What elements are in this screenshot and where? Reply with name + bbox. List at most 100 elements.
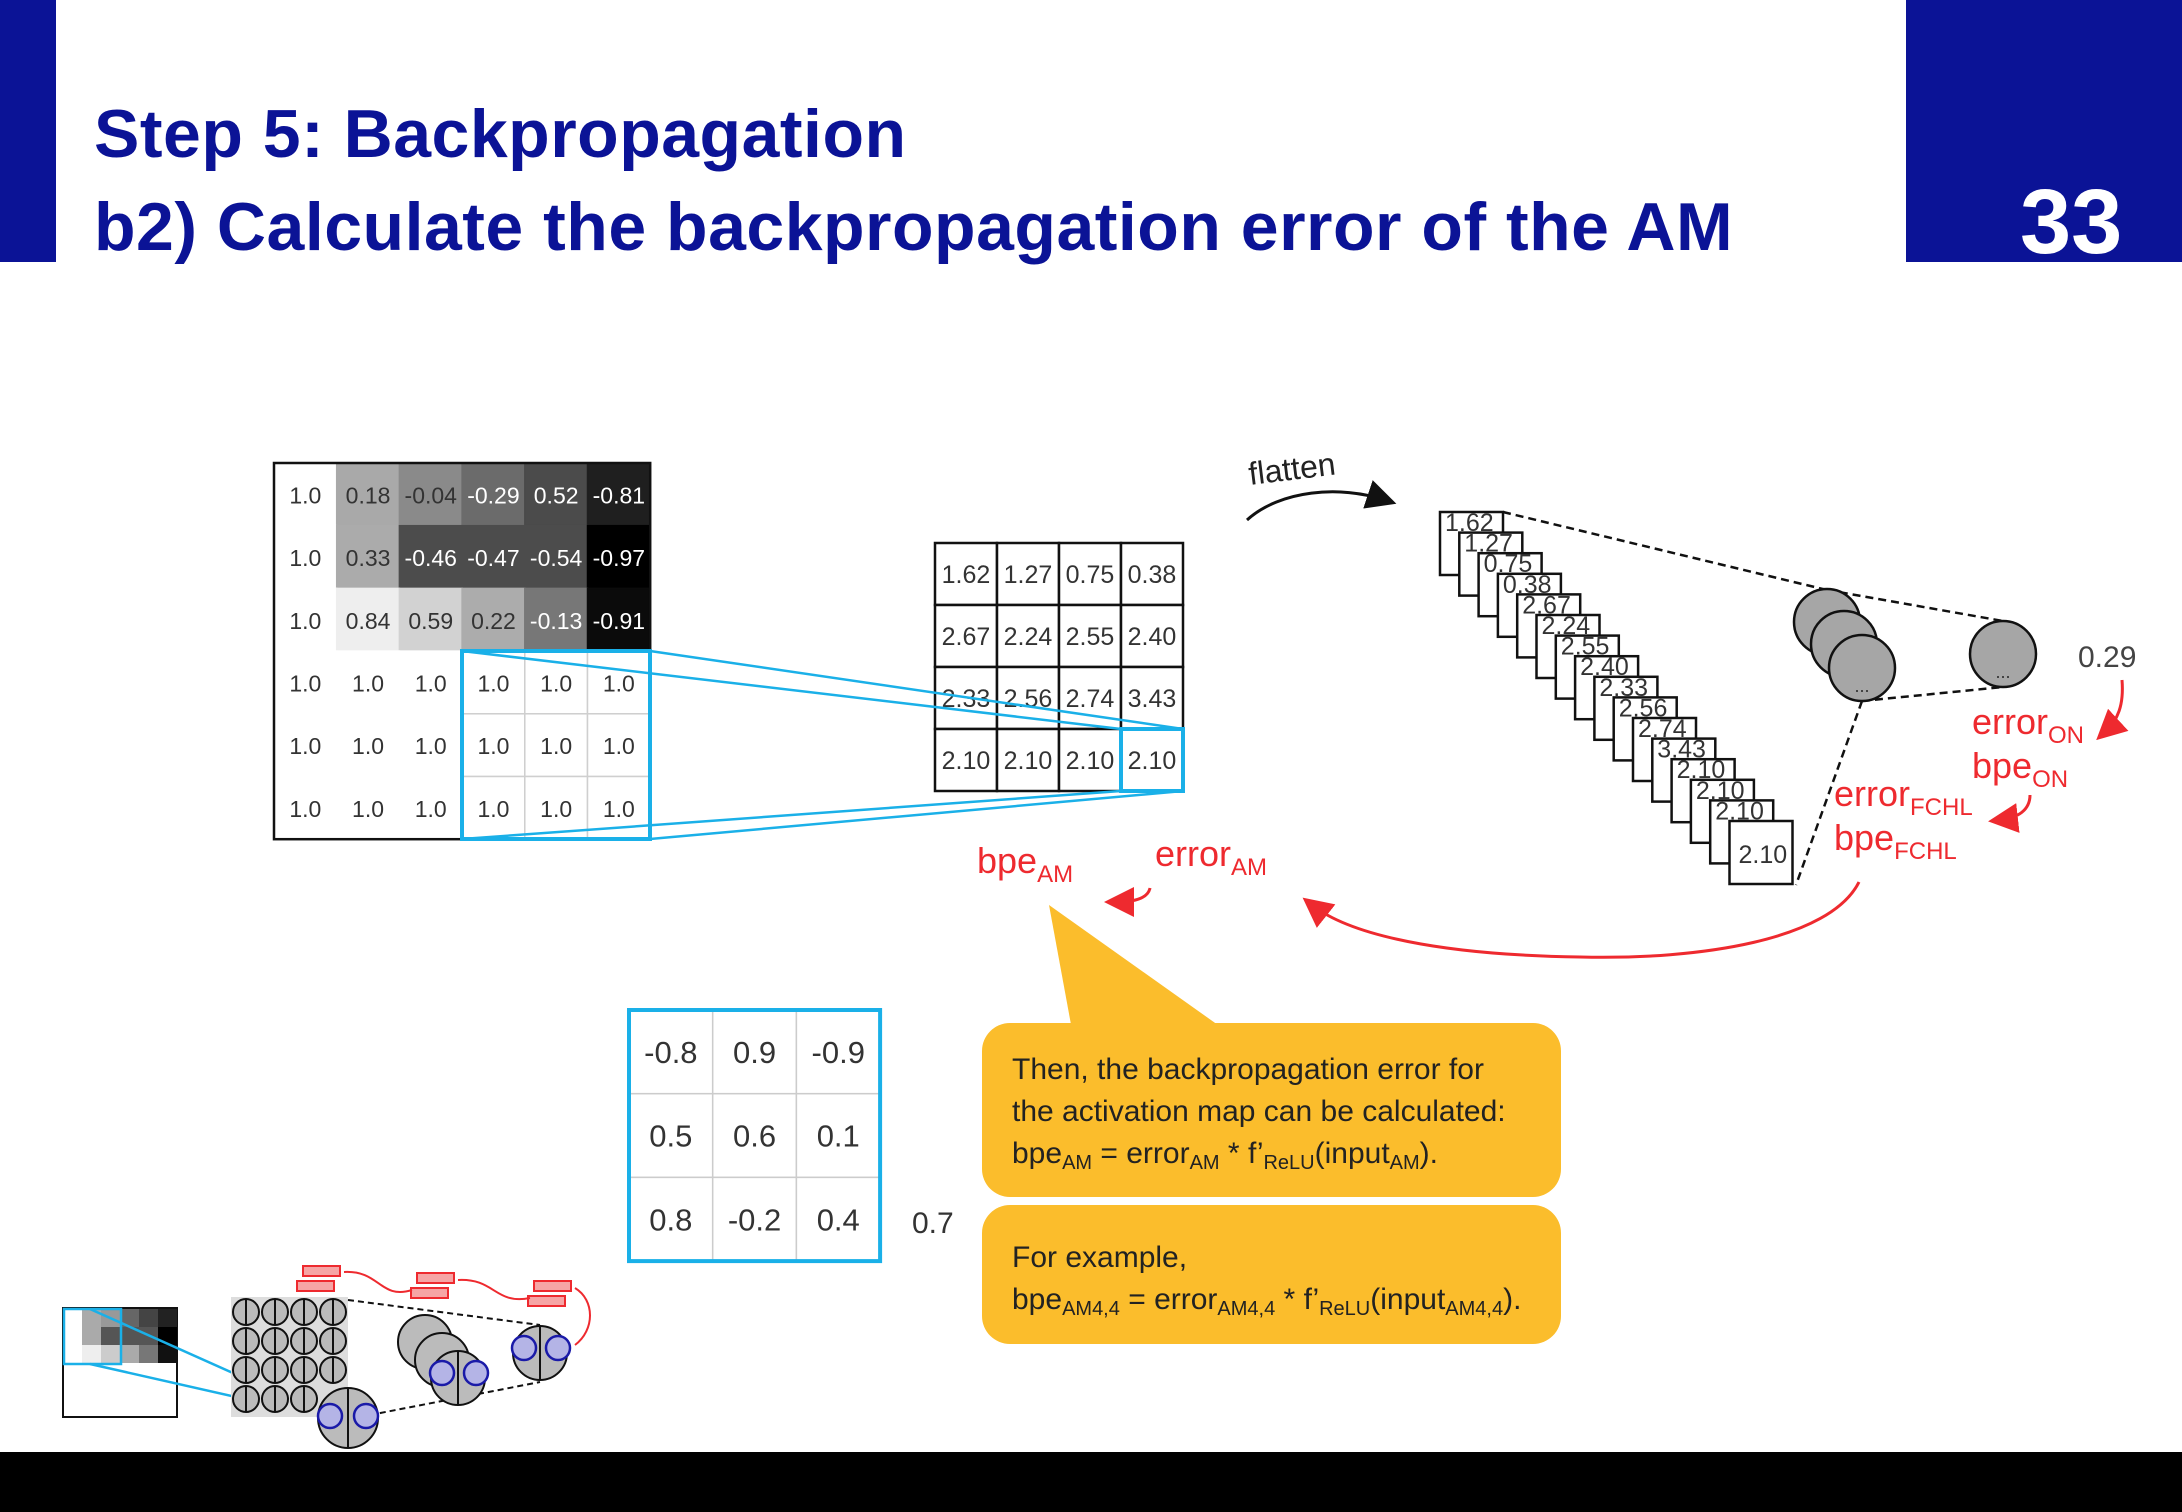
am-cell-value: 2.10 xyxy=(942,747,991,775)
flattened-cell-value: 1.27 xyxy=(1464,530,1513,558)
filter-bias: 0.7 xyxy=(912,1207,954,1240)
matrix-cell xyxy=(335,587,401,652)
neuron-ellipsis: ... xyxy=(1995,662,2010,682)
matrix-cell-value: 0.52 xyxy=(534,482,579,508)
flattened-cell-value: 2.33 xyxy=(1599,674,1648,702)
matrix-cell xyxy=(461,462,526,527)
receptive-field-projection xyxy=(460,649,1185,841)
flattened-cell-value: 0.38 xyxy=(1503,571,1552,599)
matrix-cell-value: -0.29 xyxy=(467,482,519,508)
matrix-cell-value: 1.0 xyxy=(540,670,572,696)
filter-border xyxy=(627,1008,883,1264)
flattened-cell-value: 2.67 xyxy=(1522,591,1571,619)
matrix-cell-value: 1.0 xyxy=(477,796,509,822)
am-cell-value: 2.67 xyxy=(942,623,991,651)
left-accent-bar xyxy=(0,0,56,262)
matrix-cell-value: 1.0 xyxy=(352,733,384,759)
am-cell xyxy=(995,541,1061,607)
bubble-text-line: Then, the backpropagation error for xyxy=(1012,1053,1484,1086)
dashed-connector xyxy=(1826,588,2004,623)
filter-cell-value: 0.9 xyxy=(733,1035,776,1070)
flattened-vector-labels: 1.621.270.750.382.672.242.552.402.332.56… xyxy=(1445,509,1787,869)
flatten-arrow xyxy=(1245,480,1397,522)
filter-cell xyxy=(795,1092,881,1179)
matrix-cell-value: 1.0 xyxy=(477,733,509,759)
bpe-fchl-label: bpeFCHL xyxy=(1834,817,1957,865)
matrix-cell xyxy=(461,775,526,840)
output-value: 0.29 xyxy=(2078,641,2136,674)
filter-cell-value: 0.5 xyxy=(649,1119,692,1154)
bpe-am-label: bpeAM xyxy=(977,840,1073,888)
projection-line xyxy=(461,649,1122,731)
matrix-cell xyxy=(524,587,589,652)
hidden-neuron xyxy=(1827,633,1897,703)
matrix-cell-value: 1.0 xyxy=(289,545,321,571)
am-cell xyxy=(1057,541,1123,607)
cnn-overview-thumbnail xyxy=(62,1265,591,1449)
error-am-label: errorAM xyxy=(1155,833,1267,881)
example-bubble: For example, bpeAM4,4 = errorAM4,4 * f’R… xyxy=(982,1205,1561,1344)
filter-cell-value: 0.6 xyxy=(733,1119,776,1154)
matrix-cell xyxy=(524,775,589,840)
matrix-cell-value: 1.0 xyxy=(415,670,447,696)
filter-cell-value: 0.8 xyxy=(649,1202,692,1237)
flattened-cell-value: 0.75 xyxy=(1484,550,1533,578)
am-cell-value: 2.10 xyxy=(1128,747,1177,775)
flattened-cell-value: 2.56 xyxy=(1619,694,1668,722)
am-cell-value: 2.24 xyxy=(1004,623,1053,651)
filter-cell-value: -0.8 xyxy=(644,1035,697,1070)
matrix-cell-value: -0.47 xyxy=(467,545,519,571)
matrix-cell-value: 1.0 xyxy=(289,796,321,822)
flattened-cell-value: 2.40 xyxy=(1580,653,1629,681)
am-cell-value: 2.74 xyxy=(1066,685,1115,713)
matrix-cell-value: -0.04 xyxy=(405,482,458,508)
flattened-cell-value: 2.10 xyxy=(1696,777,1745,805)
filter-cell-value: 0.4 xyxy=(817,1202,860,1237)
matrix-cell-value: 1.0 xyxy=(603,670,635,696)
matrix-cell xyxy=(398,587,463,652)
matrix-cell-value: 1.0 xyxy=(415,796,447,822)
am-cell xyxy=(933,603,999,669)
bubble-text-line: For example, xyxy=(1012,1241,1188,1274)
matrix-cell xyxy=(398,524,463,590)
matrix-cell xyxy=(273,524,338,590)
am-cell xyxy=(1057,603,1123,669)
bpe-am-formula: bpeAM = errorAM * f’ReLU(inputAM). xyxy=(1012,1137,1438,1174)
matrix-cell-value: 1.0 xyxy=(289,670,321,696)
speech-bubble-tail xyxy=(1049,905,1225,1030)
matrix-cell-value: 0.59 xyxy=(408,608,453,634)
error-arrow xyxy=(1988,794,2032,833)
matrix-cell-value: 1.0 xyxy=(603,733,635,759)
am-cell-value: 0.38 xyxy=(1128,561,1177,589)
filter-cell xyxy=(628,1092,714,1179)
bubble-text-line: the activation map can be calculated: xyxy=(1012,1095,1506,1128)
matrix-cell-value: 1.0 xyxy=(289,482,321,508)
error-fchl-label: errorFCHL xyxy=(1834,773,1973,821)
explanation-bubble: Then, the backpropagation error for the … xyxy=(982,1023,1561,1197)
am-cell-value: 2.10 xyxy=(1004,747,1053,775)
projection-line xyxy=(649,789,1184,841)
matrix-cell-value: 1.0 xyxy=(289,733,321,759)
matrix-cell-value: -0.97 xyxy=(593,545,645,571)
matrix-cell-value: 1.0 xyxy=(352,670,384,696)
filter-cell xyxy=(711,1176,798,1262)
bpe-on-label: bpeON xyxy=(1972,745,2068,793)
output-neuron xyxy=(1968,619,2038,689)
filter-cell-value: 0.1 xyxy=(817,1119,860,1154)
projection-line xyxy=(461,789,1122,841)
flattened-cell-value: 1.62 xyxy=(1445,509,1494,537)
matrix-cell-value: 0.84 xyxy=(346,608,391,634)
am-cell-value: 2.10 xyxy=(1066,747,1115,775)
am-cell xyxy=(1119,541,1185,607)
am-cell-highlight xyxy=(1119,727,1185,793)
flattened-cell-value: 2.55 xyxy=(1561,633,1610,661)
dashed-connector xyxy=(1861,685,2004,703)
matrix-cell-value: 0.18 xyxy=(346,482,391,508)
flattened-cell-value: 2.10 xyxy=(1739,841,1788,869)
matrix-cell-value: 1.0 xyxy=(415,733,447,759)
slide-title: Step 5: Backpropagation xyxy=(94,96,907,172)
matrix-cell-value: -0.13 xyxy=(530,608,582,634)
